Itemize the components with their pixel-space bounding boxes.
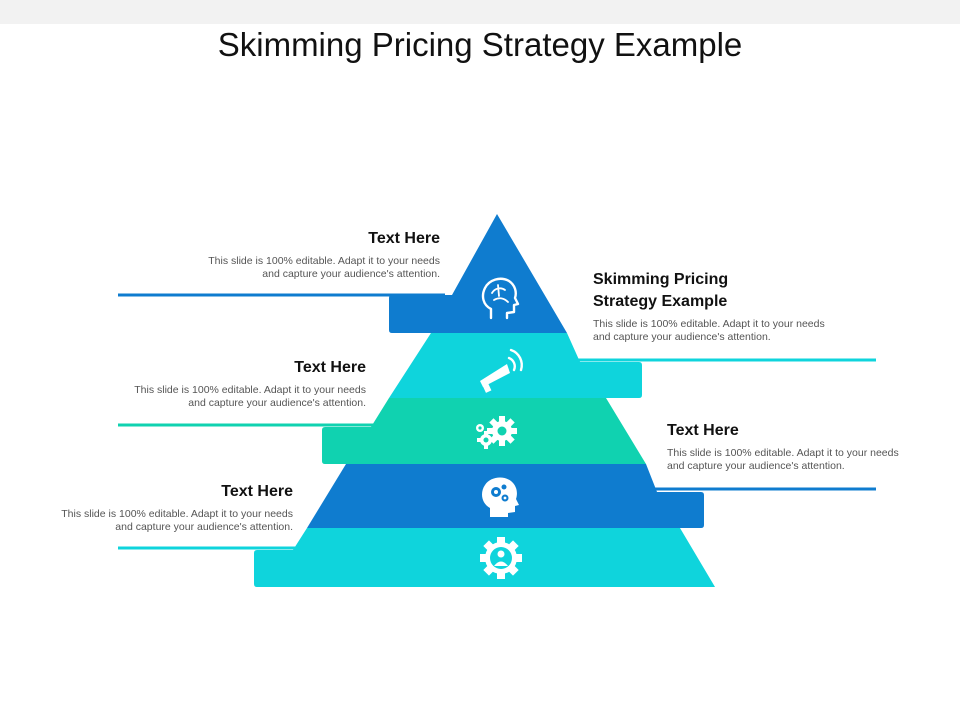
- pyramid-tier-1: [389, 214, 567, 333]
- text-block-5: Text Here This slide is 100% editable. A…: [3, 481, 293, 534]
- head-gears-icon: [482, 477, 519, 517]
- gear-person-icon: [480, 537, 522, 579]
- top-bar: [0, 0, 960, 24]
- megaphone-icon: [480, 348, 523, 393]
- text-block-2-body: This slide is 100% editable. Adapt it to…: [593, 318, 825, 343]
- text-block-3: Text Here This slide is 100% editable. A…: [76, 357, 366, 410]
- text-block-4: Text Here This slide is 100% editable. A…: [667, 420, 917, 473]
- gears-icon: [476, 416, 517, 449]
- text-block-4-heading: Text Here: [667, 422, 739, 439]
- text-block-2: Skimming Pricing Strategy Example This s…: [593, 269, 843, 344]
- brain-head-icon: [481, 277, 520, 320]
- slide-title: Skimming Pricing Strategy Example: [217, 26, 743, 63]
- text-block-4-body: This slide is 100% editable. Adapt it to…: [667, 447, 899, 472]
- text-block-3-heading: Text Here: [294, 359, 366, 376]
- text-block-1-heading: Text Here: [368, 230, 440, 247]
- text-block-5-heading: Text Here: [221, 483, 293, 500]
- text-block-1-body: This slide is 100% editable. Adapt it to…: [208, 255, 440, 280]
- text-block-5-body: This slide is 100% editable. Adapt it to…: [61, 508, 293, 533]
- text-block-3-body: This slide is 100% editable. Adapt it to…: [134, 384, 366, 409]
- text-block-2-heading: Skimming Pricing Strategy Example: [593, 271, 729, 310]
- text-block-1: Text Here This slide is 100% editable. A…: [150, 228, 440, 281]
